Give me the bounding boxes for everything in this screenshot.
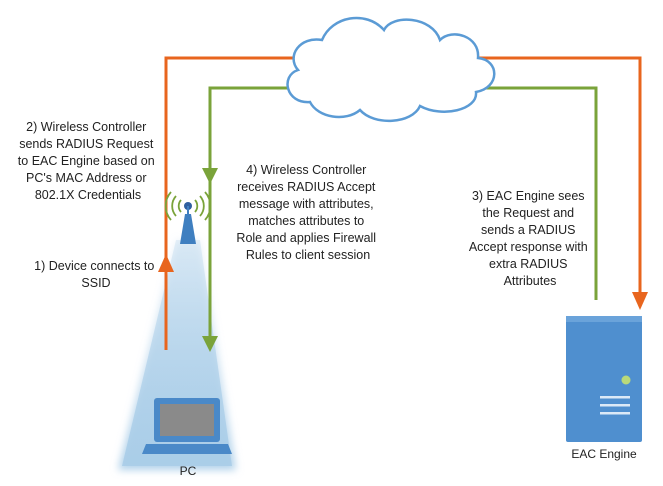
- arrowhead-up: [158, 254, 174, 272]
- arrowhead-down: [202, 336, 218, 352]
- laptop-icon: [142, 398, 232, 454]
- server-icon: [566, 316, 642, 442]
- wireless-access-point-icon: [164, 191, 212, 244]
- eac-engine-label: EAC Engine: [571, 447, 637, 461]
- arrowhead-down: [632, 292, 648, 310]
- step-2-label: 2) Wireless Controller sends RADIUS Requ…: [18, 120, 158, 202]
- step-4-label: 4) Wireless Controller receives RADIUS A…: [236, 163, 379, 262]
- arrowhead-down: [202, 168, 218, 184]
- pc-label: PC: [180, 464, 197, 478]
- step-3-label: 3) EAC Engine sees the Request and sends…: [469, 189, 591, 288]
- step-1-label: 1) Device connects to SSID: [34, 259, 158, 290]
- cloud-icon: [286, 16, 496, 123]
